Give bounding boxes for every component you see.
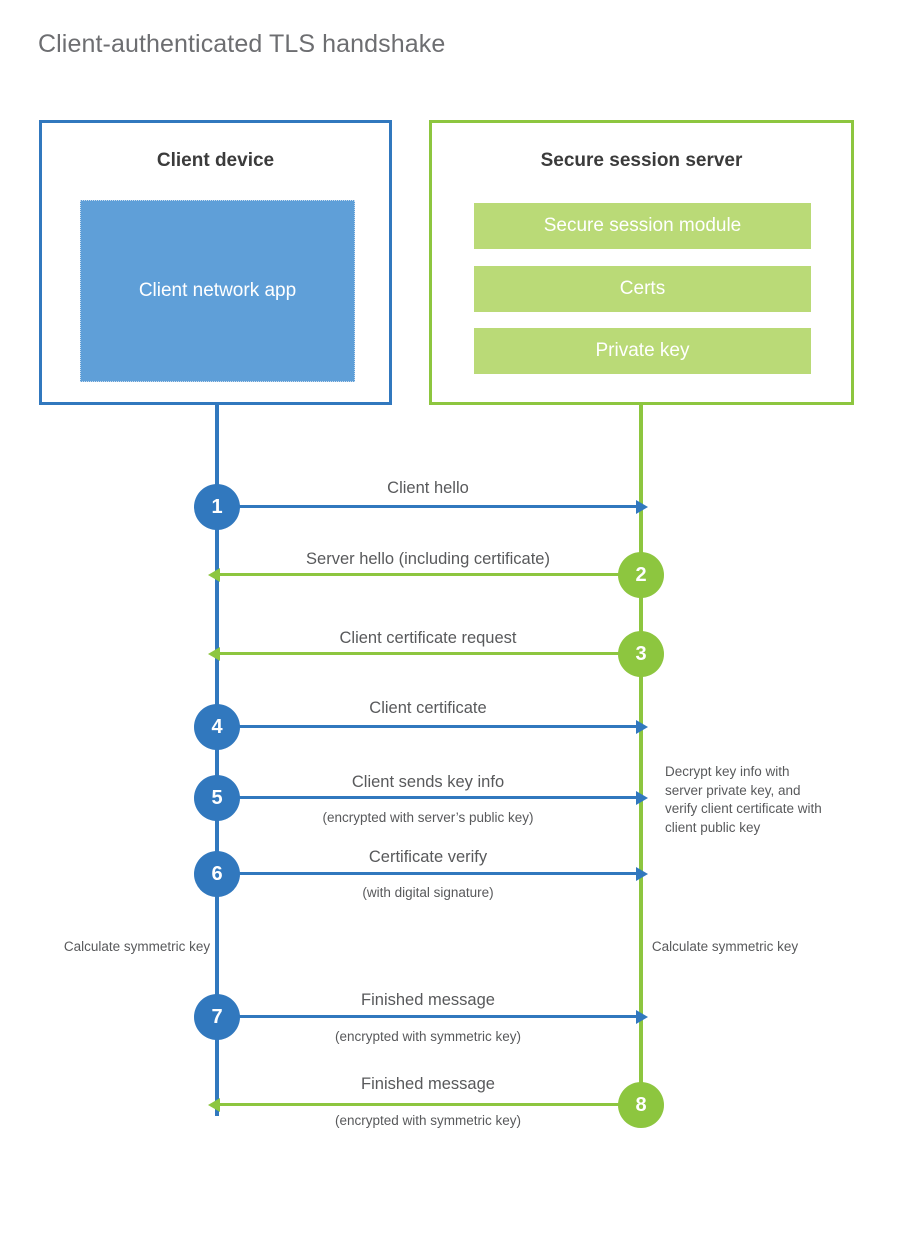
step-6-label: Certificate verify — [368, 848, 488, 866]
client-network-app-block: Client network app — [80, 200, 355, 382]
client-device-title: Client device — [156, 150, 275, 171]
step-3-arrow — [208, 646, 639, 661]
arrowhead-left-icon — [208, 1097, 220, 1112]
secure-session-server-box: Secure session server Secure session mod… — [429, 120, 854, 405]
step-7-circle[interactable]: 7 — [194, 994, 240, 1040]
step-4-label: Client certificate — [369, 699, 487, 717]
page-title: Client-authenticated TLS handshake — [38, 30, 446, 58]
step-1-arrow — [217, 499, 648, 514]
arrowhead-right-icon — [636, 719, 648, 734]
step-2-label: Server hello (including certificate) — [306, 550, 550, 568]
step-3-label: Client certificate request — [339, 629, 517, 647]
server-calculate-symmetric-key-note: Calculate symmetric key — [651, 939, 799, 954]
step-8-circle[interactable]: 8 — [618, 1082, 664, 1128]
step-6-circle[interactable]: 6 — [194, 851, 240, 897]
server-decrypt-annotation: Decrypt key info with server private key… — [665, 764, 822, 835]
step-2-circle[interactable]: 2 — [618, 552, 664, 598]
step-3-circle[interactable]: 3 — [618, 631, 664, 677]
server-module-secure-session-module: Secure session module — [474, 203, 811, 249]
step-5-label: Client sends key info — [351, 773, 505, 791]
step-7-sublabel: (encrypted with symmetric key) — [334, 1029, 522, 1044]
step-1-circle[interactable]: 1 — [194, 484, 240, 530]
secure-session-server-title: Secure session server — [540, 150, 743, 171]
arrowhead-left-icon — [208, 567, 220, 582]
arrowhead-right-icon — [636, 790, 648, 805]
server-module-private-key: Private key — [474, 328, 811, 374]
step-7-arrow — [217, 1009, 648, 1024]
step-8-arrow — [208, 1097, 639, 1112]
step-4-circle[interactable]: 4 — [194, 704, 240, 750]
client-lifeline — [215, 403, 219, 1116]
step-1-label: Client hello — [387, 479, 469, 497]
arrowhead-left-icon — [208, 646, 220, 661]
server-module-certs: Certs — [474, 266, 811, 312]
server-lifeline — [639, 403, 643, 1106]
arrowhead-right-icon — [636, 866, 648, 881]
step-5-sublabel: (encrypted with server’s public key) — [322, 810, 534, 825]
step-5-circle[interactable]: 5 — [194, 775, 240, 821]
step-2-arrow — [208, 567, 639, 582]
step-8-sublabel: (encrypted with symmetric key) — [334, 1113, 522, 1128]
arrowhead-right-icon — [636, 1009, 648, 1024]
step-5-arrow — [217, 790, 648, 805]
step-8-label: Finished message — [361, 1075, 495, 1093]
step-7-label: Finished message — [361, 991, 495, 1009]
step-4-arrow — [217, 719, 648, 734]
arrowhead-right-icon — [636, 499, 648, 514]
step-6-arrow — [217, 866, 648, 881]
client-device-box: Client device Client network app — [39, 120, 392, 405]
client-calculate-symmetric-key-note: Calculate symmetric key — [63, 939, 211, 954]
step-6-sublabel: (with digital signature) — [362, 885, 494, 900]
